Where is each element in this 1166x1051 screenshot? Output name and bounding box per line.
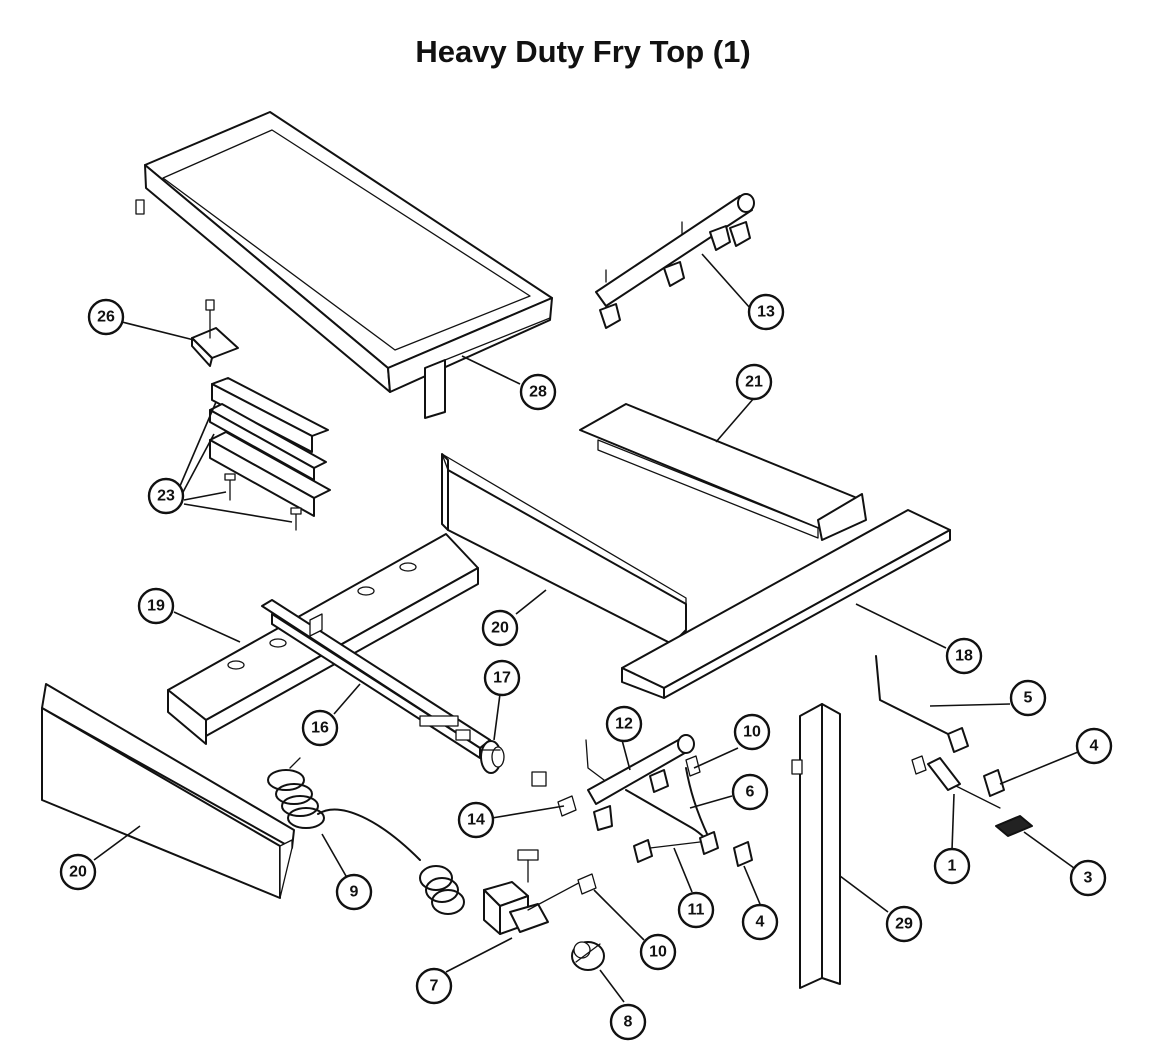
svg-text:17: 17 bbox=[493, 670, 511, 687]
svg-text:23: 23 bbox=[157, 488, 175, 505]
part-28-griddle-plate bbox=[135, 111, 553, 419]
svg-text:6: 6 bbox=[746, 784, 755, 801]
svg-text:4: 4 bbox=[756, 914, 765, 931]
svg-text:20: 20 bbox=[69, 864, 87, 881]
svg-text:5: 5 bbox=[1024, 690, 1033, 707]
callout-26: 26 bbox=[87, 298, 125, 336]
callout-13: 13 bbox=[747, 293, 785, 331]
callout-7: 7 bbox=[415, 967, 453, 1005]
svg-text:8: 8 bbox=[624, 1014, 633, 1031]
diagram-title: Heavy Duty Fry Top (1) bbox=[415, 34, 751, 69]
part-14-fittings bbox=[531, 771, 577, 817]
svg-text:14: 14 bbox=[467, 812, 485, 829]
callout-21: 21 bbox=[735, 363, 773, 401]
svg-text:20: 20 bbox=[491, 620, 509, 637]
callout-10-upper: 10 bbox=[733, 713, 771, 751]
part-26-bracket bbox=[191, 299, 239, 367]
callout-14: 14 bbox=[457, 801, 495, 839]
callout-1: 1 bbox=[933, 847, 971, 885]
callout-20-lower: 20 bbox=[59, 853, 97, 891]
callout-20-upper: 20 bbox=[481, 609, 519, 647]
svg-text:10: 10 bbox=[743, 724, 761, 741]
callout-3: 3 bbox=[1069, 859, 1107, 897]
svg-text:11: 11 bbox=[688, 902, 705, 919]
svg-text:29: 29 bbox=[895, 916, 913, 933]
part-17-knob bbox=[479, 740, 505, 774]
callout-28: 28 bbox=[519, 373, 557, 411]
callout-17: 17 bbox=[483, 659, 521, 697]
part-13-manifold bbox=[595, 193, 755, 329]
callout-8: 8 bbox=[609, 1003, 647, 1041]
svg-text:21: 21 bbox=[745, 374, 763, 391]
callout-12: 12 bbox=[605, 705, 643, 743]
part-10-orifice-upper bbox=[685, 755, 701, 777]
svg-text:9: 9 bbox=[350, 884, 359, 901]
svg-text:10: 10 bbox=[649, 944, 667, 961]
part-11-tube bbox=[633, 831, 719, 863]
part-8-control-knob bbox=[571, 941, 605, 971]
svg-text:16: 16 bbox=[311, 720, 329, 737]
svg-text:18: 18 bbox=[955, 648, 973, 665]
part-20-front-panel bbox=[41, 683, 295, 899]
part-10-orifice-lower bbox=[577, 873, 597, 895]
part-7-gas-valve bbox=[419, 849, 589, 935]
part-4-fitting-upper bbox=[983, 769, 1005, 797]
part-18-shelf bbox=[621, 509, 951, 699]
callout-16: 16 bbox=[301, 709, 339, 747]
svg-text:28: 28 bbox=[529, 384, 547, 401]
part-4-fitting-lower bbox=[733, 841, 753, 867]
callout-18: 18 bbox=[945, 637, 983, 675]
part-29-leg bbox=[791, 703, 841, 989]
callout-5: 5 bbox=[1009, 679, 1047, 717]
callout-19: 19 bbox=[137, 587, 175, 625]
svg-text:12: 12 bbox=[615, 716, 633, 733]
part-5-pilot-tube bbox=[875, 655, 969, 753]
callout-10-lower: 10 bbox=[639, 933, 677, 971]
callout-11: 11 bbox=[677, 891, 715, 929]
callout-4-upper: 4 bbox=[1075, 727, 1113, 765]
callout-29: 29 bbox=[885, 905, 923, 943]
svg-text:1: 1 bbox=[948, 858, 957, 875]
part-16-valve-bar bbox=[261, 599, 491, 759]
part-9-thermocouple bbox=[267, 757, 421, 861]
callout-4-lower: 4 bbox=[741, 903, 779, 941]
svg-text:26: 26 bbox=[97, 309, 115, 326]
svg-text:4: 4 bbox=[1090, 738, 1099, 755]
part-1-pilot-burner bbox=[911, 755, 1001, 809]
part-23-rails bbox=[209, 377, 331, 531]
part-21-panel bbox=[579, 403, 867, 541]
svg-text:3: 3 bbox=[1084, 870, 1093, 887]
svg-text:13: 13 bbox=[757, 304, 775, 321]
part-3-clip bbox=[995, 815, 1033, 837]
leader-lines bbox=[93, 253, 1079, 1003]
callout-9: 9 bbox=[335, 873, 373, 911]
part-12-burner-tube bbox=[585, 734, 695, 831]
callout-23: 23 bbox=[147, 477, 185, 515]
callout-6: 6 bbox=[731, 773, 769, 811]
svg-text:19: 19 bbox=[147, 598, 165, 615]
part-20-back-panel bbox=[441, 453, 687, 647]
svg-text:7: 7 bbox=[430, 978, 439, 995]
